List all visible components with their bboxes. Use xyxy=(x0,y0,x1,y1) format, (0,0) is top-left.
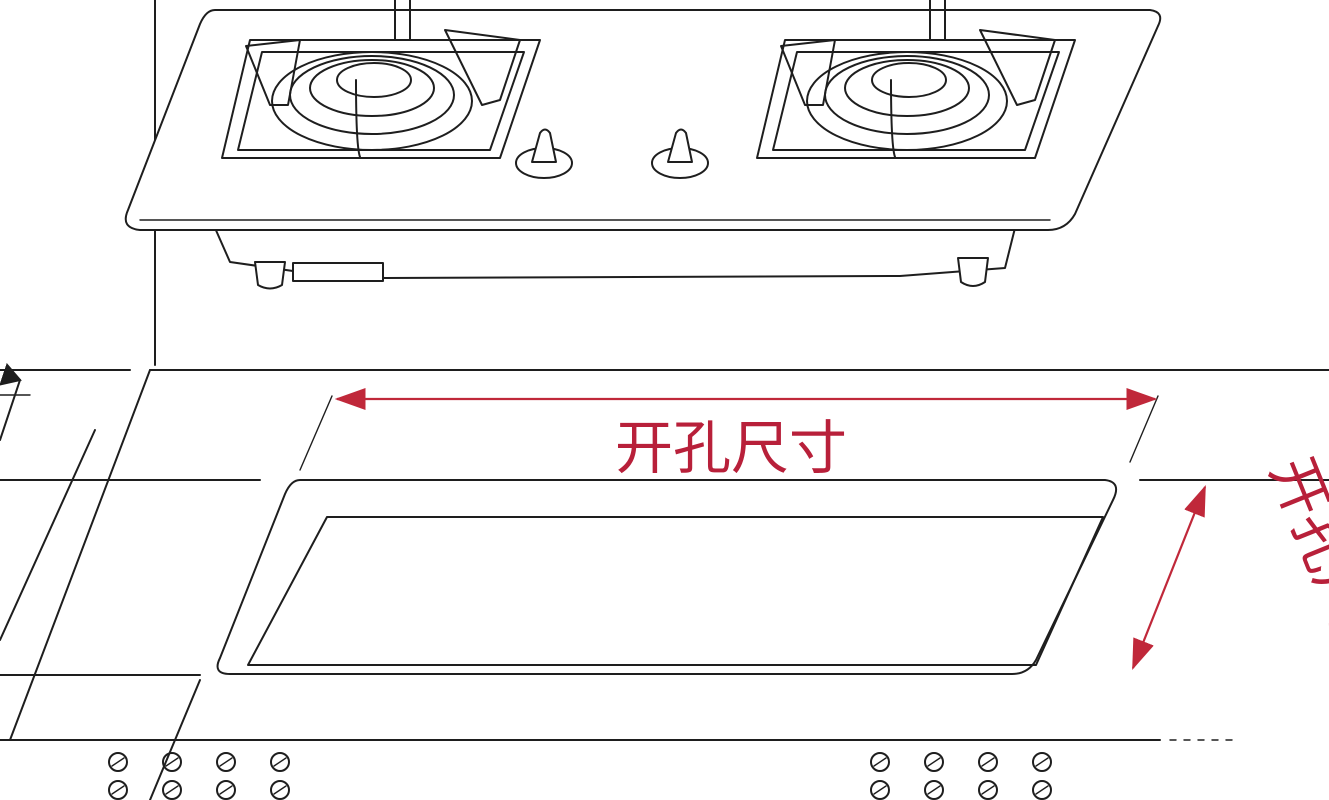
vent-hole-slot xyxy=(1035,785,1049,795)
vent-hole-slot xyxy=(927,785,941,795)
vent-hole-slot xyxy=(273,757,287,767)
control-knob-icon xyxy=(651,128,709,179)
vent-hole xyxy=(870,780,890,800)
burner-icon xyxy=(221,0,541,159)
vent-hole xyxy=(870,752,890,772)
vent-hole-slot xyxy=(981,757,995,767)
vent-hole xyxy=(270,780,290,800)
vent-hole xyxy=(1032,780,1052,800)
control-knob-icon xyxy=(515,128,573,179)
cabinet-vent-holes xyxy=(108,752,1052,800)
vent-hole-slot xyxy=(1035,757,1049,767)
horizontal-dimension xyxy=(299,388,1159,471)
vent-hole xyxy=(978,780,998,800)
vertical-dimension xyxy=(1131,484,1207,671)
countertop xyxy=(0,369,1329,800)
vent-hole xyxy=(924,780,944,800)
height-arrow xyxy=(0,362,31,441)
vent-hole-slot xyxy=(273,785,287,795)
vent-hole-slot xyxy=(219,757,233,767)
vent-hole-slot xyxy=(111,785,125,795)
vent-hole-slot xyxy=(111,757,125,767)
vent-hole xyxy=(108,780,128,800)
vent-hole xyxy=(108,752,128,772)
vent-hole xyxy=(924,752,944,772)
vent-hole xyxy=(1032,752,1052,772)
vent-hole-slot xyxy=(927,757,941,767)
vertical-dimension-label: 开孔尺寸 xyxy=(1257,448,1329,689)
vent-hole-slot xyxy=(873,785,887,795)
vent-hole xyxy=(270,752,290,772)
wall-lines xyxy=(0,0,156,371)
horizontal-dimension-label: 开孔尺寸 xyxy=(615,414,847,482)
vent-hole-slot xyxy=(165,785,179,795)
vent-hole-slot xyxy=(873,757,887,767)
vent-hole xyxy=(216,780,236,800)
cutout-opening xyxy=(216,479,1118,675)
vent-hole-slot xyxy=(219,785,233,795)
vent-hole-slot xyxy=(981,785,995,795)
vent-hole xyxy=(978,752,998,772)
vent-hole xyxy=(216,752,236,772)
gas-stove-icon xyxy=(124,0,1162,290)
burner-icon xyxy=(756,0,1076,159)
vent-hole xyxy=(162,752,182,772)
vent-hole xyxy=(162,780,182,800)
vent-hole-slot xyxy=(165,757,179,767)
